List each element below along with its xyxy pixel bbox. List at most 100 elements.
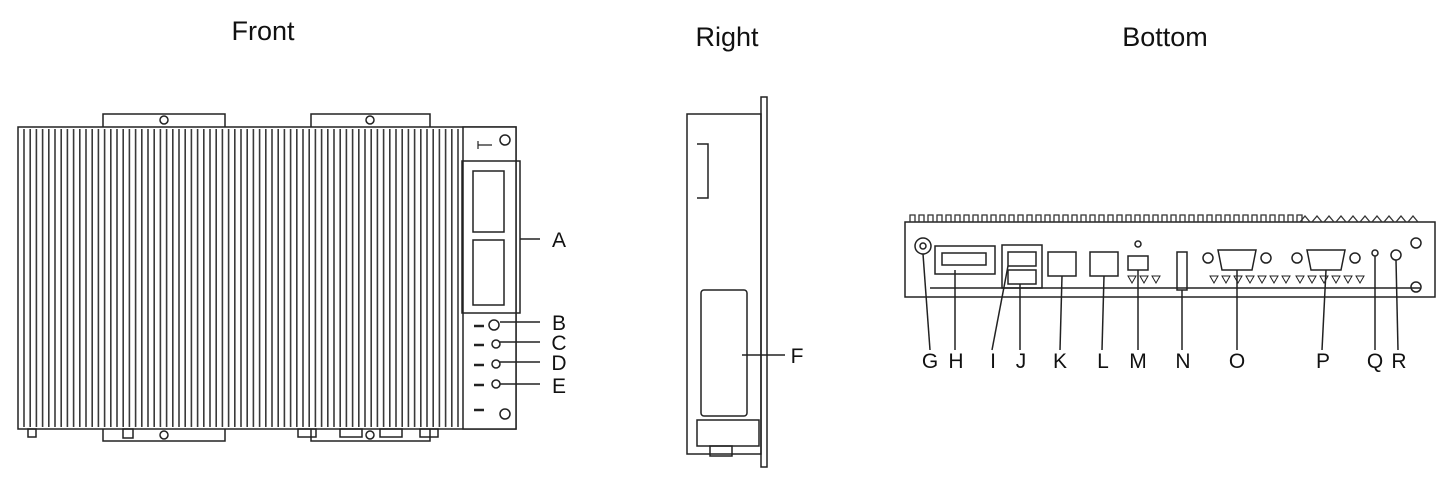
ground-screw-inner xyxy=(919,242,927,250)
bottom-screw-top-right xyxy=(1410,237,1422,249)
bottom-view xyxy=(904,214,1436,351)
right-bottom-plate xyxy=(696,419,760,447)
lan-port-1 xyxy=(1047,251,1077,277)
front-bottom-connector-2 xyxy=(339,428,363,438)
bottom-fin-slanted xyxy=(1335,214,1347,223)
bottom-fin xyxy=(1188,214,1195,222)
bottom-fin-slanted xyxy=(1311,214,1323,223)
serial-2-screw-left xyxy=(1291,252,1303,264)
triangle-mark xyxy=(1221,275,1231,285)
front-drive-bay-upper xyxy=(472,170,505,233)
triangle-mark xyxy=(1343,275,1353,285)
bottom-fin xyxy=(963,214,970,222)
front-bottom-bracket-tab xyxy=(122,428,134,439)
triangle-mark xyxy=(1355,275,1365,285)
triangle-mark xyxy=(1257,275,1267,285)
serial-1-screw-left xyxy=(1202,252,1214,264)
triangle-mark xyxy=(1127,275,1137,285)
mini-port xyxy=(1127,255,1149,271)
bottom-triangle-marks xyxy=(1127,275,1365,285)
audio-jack-r xyxy=(1390,249,1402,261)
bottom-fin xyxy=(1179,214,1186,222)
usb-port-upper xyxy=(1007,251,1037,267)
bottom-fin xyxy=(1197,214,1204,222)
front-top-bracket-left-hole xyxy=(159,115,169,125)
front-led-labels xyxy=(474,324,484,412)
bottom-fin xyxy=(1071,214,1078,222)
bottom-fin-slanted xyxy=(1395,214,1407,223)
callout-label-n: N xyxy=(1175,350,1191,373)
bottom-fin xyxy=(1278,214,1285,222)
front-top-bracket-right-hole xyxy=(365,115,375,125)
bottom-fin xyxy=(1242,214,1249,222)
callout-label-g: G xyxy=(921,350,939,373)
callout-label-o: O xyxy=(1228,350,1246,373)
bottom-fin xyxy=(1116,214,1123,222)
bottom-fin xyxy=(927,214,934,222)
callout-label-r: R xyxy=(1391,350,1407,373)
triangle-mark xyxy=(1319,275,1329,285)
triangle-mark xyxy=(1233,275,1243,285)
bottom-fin-slanted xyxy=(1383,214,1395,223)
bottom-body xyxy=(904,221,1436,298)
bottom-fin-slanted xyxy=(1347,214,1359,223)
triangle-mark xyxy=(1307,275,1317,285)
bottom-fin xyxy=(990,214,997,222)
callout-label-q: Q xyxy=(1366,350,1384,373)
bottom-fin xyxy=(909,214,916,222)
antenna-slot xyxy=(1176,251,1188,291)
power-terminal-inner xyxy=(941,252,987,266)
front-bottom-bracket-left xyxy=(102,429,226,442)
bottom-fin xyxy=(1287,214,1294,222)
bottom-fin xyxy=(1161,214,1168,222)
usb-port-lower xyxy=(1007,269,1037,285)
bottom-fin-slanted xyxy=(1323,214,1335,223)
front-bottom-bracket-right-hole xyxy=(365,430,375,440)
bottom-fin xyxy=(1044,214,1051,222)
triangle-mark xyxy=(1209,275,1219,285)
triangle-mark xyxy=(1139,275,1149,285)
callout-label-e: E xyxy=(551,375,567,398)
bottom-fin xyxy=(1269,214,1276,222)
serial-2-screw-right xyxy=(1349,252,1361,264)
bottom-fin xyxy=(999,214,1006,222)
front-left-foot xyxy=(27,428,37,438)
front-bottom-bracket-right xyxy=(310,429,431,442)
callout-label-f: F xyxy=(790,345,804,368)
serial-1-screw-right xyxy=(1260,252,1272,264)
lan-port-2 xyxy=(1089,251,1119,277)
front-top-bracket-left xyxy=(102,113,226,127)
triangle-mark xyxy=(1281,275,1291,285)
bottom-fin xyxy=(1089,214,1096,222)
bottom-fin xyxy=(1224,214,1231,222)
bottom-fin xyxy=(972,214,979,222)
bottom-fin xyxy=(1098,214,1105,222)
front-view xyxy=(17,113,540,442)
bottom-fin-slanted xyxy=(1359,214,1371,223)
audio-jack-q xyxy=(1371,249,1379,257)
bottom-fin xyxy=(1026,214,1033,222)
bottom-fin xyxy=(1215,214,1222,222)
front-top-bracket-right xyxy=(310,113,431,127)
right-flange xyxy=(760,96,768,468)
bottom-fin xyxy=(945,214,952,222)
front-view-title: Front xyxy=(231,16,295,46)
power-terminal xyxy=(934,245,996,275)
triangle-mark xyxy=(1269,275,1279,285)
bottom-fin xyxy=(1134,214,1141,222)
front-panel-screw-top xyxy=(499,134,511,146)
callout-label-j: J xyxy=(1015,350,1027,373)
callout-label-p: P xyxy=(1315,350,1331,373)
right-view-title: Right xyxy=(695,22,759,52)
callout-label-d: D xyxy=(551,352,567,375)
bottom-fin xyxy=(1143,214,1150,222)
callout-label-k: K xyxy=(1052,350,1068,373)
front-panel-screw-bottom xyxy=(499,408,511,420)
usb-group-frame xyxy=(1001,244,1043,289)
front-power-button xyxy=(488,319,500,331)
bottom-fin xyxy=(936,214,943,222)
front-led-d xyxy=(491,359,501,369)
bottom-fin xyxy=(1170,214,1177,222)
callout-label-h: H xyxy=(948,350,964,373)
